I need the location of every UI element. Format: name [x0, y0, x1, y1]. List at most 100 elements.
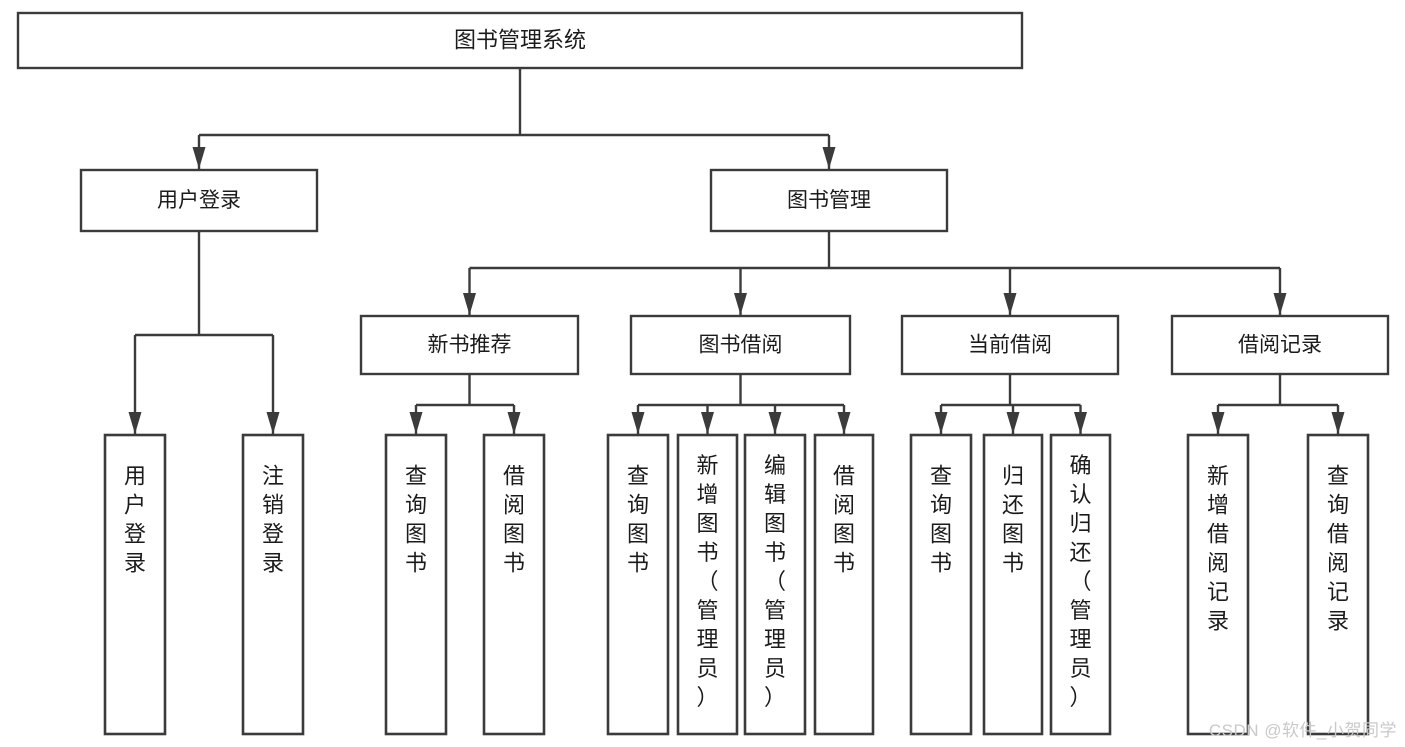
node-label-char: 辑 — [764, 482, 786, 507]
node-box — [1306, 433, 1370, 736]
node-label-char: 增 — [1207, 492, 1229, 517]
node-label-char: 登 — [262, 521, 284, 546]
node-l2-图书借阅-1[interactable]: 图书借阅 — [629, 314, 852, 376]
node-label-char: 还 — [1002, 492, 1024, 517]
edge-arrowhead — [463, 293, 476, 315]
node-box — [1049, 433, 1112, 736]
node-label-char: 书 — [696, 540, 718, 565]
node-label-char: 员 — [764, 656, 786, 681]
node-box — [900, 314, 1120, 376]
node-label-char: 询 — [1327, 492, 1349, 517]
edge-group-新书推荐 — [409, 374, 521, 434]
edge-arrowhead — [266, 412, 280, 434]
node-label-char: 管 — [1069, 598, 1091, 623]
node-label-char: 书 — [764, 540, 786, 565]
node-label-char: 注 — [262, 463, 284, 488]
node-label-char: 阅 — [1327, 550, 1349, 575]
node-label-char: 询 — [627, 492, 649, 517]
node-l2-新书推荐-0[interactable]: 新书推荐 — [359, 314, 580, 376]
node-label-char: 销 — [262, 492, 284, 517]
edges-layer — [128, 68, 1345, 434]
edge-arrowhead — [128, 412, 142, 434]
node-label-char: 户 — [124, 492, 146, 517]
node-label: 用户登录 — [157, 189, 241, 212]
node-label-char: 记 — [1207, 579, 1229, 604]
edge-arrowhead — [822, 147, 836, 169]
node-box — [103, 433, 167, 736]
node-root-图书管理系统[interactable]: 图书管理系统 — [16, 11, 1024, 70]
node-l1-图书管理-1[interactable]: 图书管理 — [709, 168, 949, 233]
node-label-char: 用 — [124, 463, 146, 488]
node-label-char: 新 — [1207, 463, 1229, 488]
edge-group-图书管理 — [463, 231, 1287, 315]
node-l2-借阅记录-3[interactable]: 借阅记录 — [1170, 314, 1390, 376]
node-label-char: 新 — [696, 453, 718, 478]
node-leaf-用户登录-0[interactable]: 用户登录 — [103, 433, 167, 736]
node-label-char: 编 — [764, 453, 786, 478]
node-label-char: 借 — [1207, 521, 1229, 546]
node-label-char: 图 — [696, 511, 718, 536]
node-label-char: ） — [1069, 685, 1091, 710]
node-box — [1186, 433, 1250, 736]
node-label-char: 归 — [1002, 463, 1024, 488]
edge-arrowhead — [1074, 412, 1087, 434]
node-label-char: 图 — [627, 521, 649, 546]
node-label: 图书管理系统 — [454, 27, 586, 52]
node-label-char: 管 — [764, 598, 786, 623]
node-box — [482, 433, 546, 736]
node-label-char: 询 — [405, 492, 427, 517]
edge-arrowhead — [734, 293, 747, 315]
node-box — [982, 433, 1044, 736]
node-label-char: 书 — [405, 550, 427, 575]
node-label-char: 书 — [627, 550, 649, 575]
node-label-char: 确 — [1069, 453, 1091, 478]
node-label-char: ） — [764, 685, 786, 710]
node-label-char: 阅 — [503, 492, 525, 517]
node-label-char: 录 — [1327, 608, 1349, 633]
node-label-char: 认 — [1069, 482, 1091, 507]
node-l1-用户登录-0[interactable]: 用户登录 — [79, 168, 319, 233]
node-box — [359, 314, 580, 376]
node-label-char: 录 — [1207, 608, 1229, 633]
node-l2-当前借阅-2[interactable]: 当前借阅 — [900, 314, 1120, 376]
node-label-char: 管 — [696, 598, 718, 623]
node-box — [79, 168, 319, 233]
edge-group-借阅记录 — [1211, 374, 1345, 434]
edge-arrowhead — [837, 412, 851, 434]
node-label-char: 询 — [930, 492, 952, 517]
edge-group-图书管理系统 — [192, 68, 836, 169]
node-label: 图书管理 — [787, 189, 871, 212]
node-label: 图书借阅 — [699, 334, 783, 357]
node-label-char: 图 — [930, 521, 952, 546]
edge-arrowhead — [192, 147, 206, 169]
node-label: 新书推荐 — [428, 334, 512, 357]
node-label-char: 图 — [833, 521, 855, 546]
node-label-char: 借 — [1327, 521, 1349, 546]
node-label-char: 增 — [696, 482, 718, 507]
node-label-char: 图 — [764, 511, 786, 536]
node-label-char: （ — [764, 569, 786, 594]
node-label-char: 阅 — [833, 492, 855, 517]
node-label-char: 图 — [1002, 521, 1024, 546]
edge-group-用户登录 — [128, 231, 280, 434]
node-label-char: 录 — [262, 550, 284, 575]
edge-arrowhead — [1211, 412, 1225, 434]
node-label-char: 图 — [405, 521, 427, 546]
node-box — [709, 168, 949, 233]
node-box — [676, 433, 739, 736]
node-label-char: 员 — [696, 656, 718, 681]
node-label-char: 登 — [124, 521, 146, 546]
